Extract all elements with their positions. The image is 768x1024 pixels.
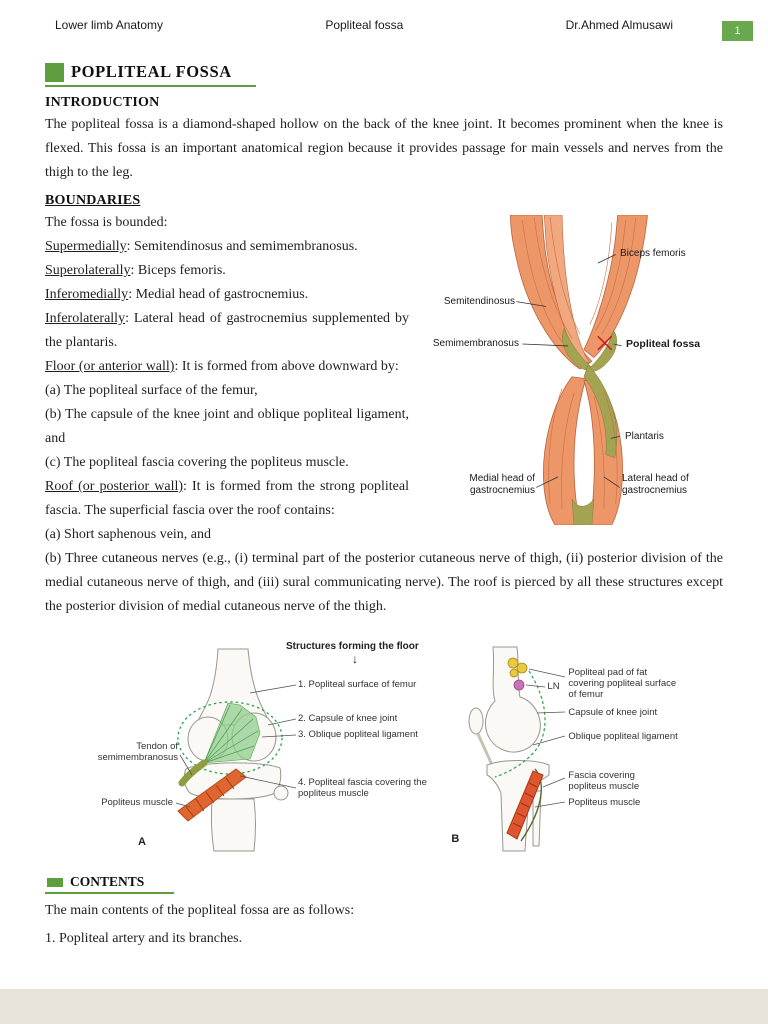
panel-letter-a: A (138, 836, 146, 848)
label-oblique-a: 3. Oblique popliteal ligament (298, 729, 418, 740)
boundary-item-inferolaterally: Inferolaterally: Lateral head of gastroc… (45, 307, 723, 355)
label-plantaris: Plantaris (625, 431, 664, 442)
contents-heading: CONTENTS (70, 874, 145, 889)
contents-item-1: 1. Popliteal artery and its branches. (45, 931, 243, 946)
boundary-term: Superolaterally (45, 263, 131, 278)
document-page: Lower limb Anatomy Popliteal fossa Dr.Ah… (0, 0, 768, 989)
boundary-text: : Lateral head of gastrocnemius suppleme… (45, 311, 409, 350)
header-center: Popliteal fossa (325, 18, 404, 32)
introduction-paragraph: The popliteal fossa is a diamond-shaped … (45, 117, 723, 180)
floor-paragraph: Floor (or anterior wall): It is formed f… (45, 355, 723, 379)
introduction-heading: INTRODUCTION (45, 95, 160, 110)
label-popliteal-surface: 1. Popliteal surface of femur (298, 679, 417, 690)
floor-item-a: (a) The popliteal surface of the femur, (45, 383, 258, 398)
contents-section: CONTENTS The main contents of the poplit… (45, 874, 723, 952)
boundary-text: : Biceps femoris. (130, 263, 226, 278)
contents-bullet-square (47, 877, 63, 887)
fossa-x-marker (597, 335, 613, 351)
boundary-term: Supermedially (45, 239, 127, 254)
floor-item-c: (c) The popliteal fascia covering the po… (45, 455, 349, 470)
label-lateral-head: Lateral head of gastrocnemius (622, 473, 689, 496)
boundary-text: : Semitendinosus and semimembranosus. (126, 239, 358, 254)
label-popliteal-fossa: Popliteal fossa (626, 338, 701, 350)
boundary-item-superolaterally: Superolaterally: Biceps femoris. (45, 259, 723, 283)
knee-posterior-diagram (175, 648, 297, 852)
floor-text: : It is formed from above downward by: (174, 359, 399, 374)
label-biceps-femoris: Biceps femoris (620, 248, 686, 259)
popliteal-fossa-figure: Biceps femoris Semitendinosus Semimembra… (423, 215, 723, 525)
popliteal-fossa-diagram (510, 215, 648, 525)
label-oblique-b: Oblique popliteal ligament (568, 731, 678, 742)
down-arrow-icon: ↓ (352, 652, 358, 666)
muscle-striations (521, 216, 636, 509)
boundaries-intro: The fossa is bounded: (45, 215, 168, 230)
page-content: POPLITEAL FOSSA INTRODUCTION The poplite… (45, 62, 723, 952)
roof-item-b: (b) Three cutaneous nerves (e.g., (i) te… (45, 551, 723, 614)
floor-term: Floor (or anterior wall) (45, 359, 175, 374)
label-popliteus-b: Popliteus muscle (568, 797, 641, 808)
title-row: POPLITEAL FOSSA (45, 62, 256, 87)
roof-term: Roof (or posterior wall) (45, 479, 184, 494)
roof-paragraph: Roof (or posterior wall): It is formed f… (45, 475, 723, 523)
label-fascia-covering: Fascia covering popliteus muscle (568, 770, 640, 792)
contents-heading-row: CONTENTS (45, 874, 175, 894)
boundary-term: Inferolaterally (45, 311, 126, 326)
boundary-item-inferomedially: Inferomedially: Medial head of gastrocne… (45, 283, 723, 307)
boundary-item-supermedially: Supermedially: Semitendinosus and semime… (45, 235, 723, 259)
floor-item-b: (b) The capsule of the knee joint and ob… (45, 407, 409, 446)
floor-diagram-b: Popliteal pad of fat covering popliteal … (449, 641, 723, 856)
label-medial-head: Medial head of gastrocnemius (469, 473, 535, 496)
leader-lines (516, 254, 622, 488)
header-left: Lower limb Anatomy (55, 18, 164, 32)
header-right: Dr.Ahmed Almusawi (565, 18, 673, 32)
boundary-term: Inferomedially (45, 287, 129, 302)
floor-figure-title: Structures forming the floor (286, 641, 419, 652)
label-tendon-semimembranosus: Tendon of semimembranosus (97, 741, 178, 763)
page-header: Lower limb Anatomy Popliteal fossa Dr.Ah… (55, 18, 673, 32)
label-semimembranosus: Semimembranosus (432, 338, 519, 349)
label-capsule-b: Capsule of knee joint (568, 707, 658, 718)
page-number-badge: 1 (722, 21, 753, 41)
page-title: POPLITEAL FOSSA (71, 62, 232, 81)
floor-figures-row: Structures forming the floor ↓ 1. Poplit… (90, 641, 723, 856)
label-popliteus-a: Popliteus muscle (101, 797, 173, 808)
roof-item-a: (a) Short saphenous vein, and (45, 527, 212, 542)
boundary-text: : Medial head of gastrocnemius. (128, 287, 309, 302)
boundaries-heading: BOUNDARIES (45, 193, 141, 208)
panel-letter-b: B (451, 833, 460, 845)
contents-intro: The main contents of the popliteal fossa… (45, 903, 355, 918)
knee-sagittal-diagram (468, 646, 566, 852)
label-semitendinosus: Semitendinosus (443, 296, 515, 307)
roof-text: : It is formed from the strong popliteal… (45, 479, 409, 518)
title-bullet-square (45, 62, 64, 82)
label-popliteal-fascia: 4. Popliteal fascia covering the poplite… (298, 777, 427, 799)
label-lymph-node: LN (547, 681, 560, 692)
label-fat-pad: Popliteal pad of fat covering popliteal … (568, 667, 677, 700)
floor-diagram-a: Structures forming the floor ↓ 1. Poplit… (90, 641, 434, 856)
label-capsule-a: 2. Capsule of knee joint (298, 713, 398, 724)
